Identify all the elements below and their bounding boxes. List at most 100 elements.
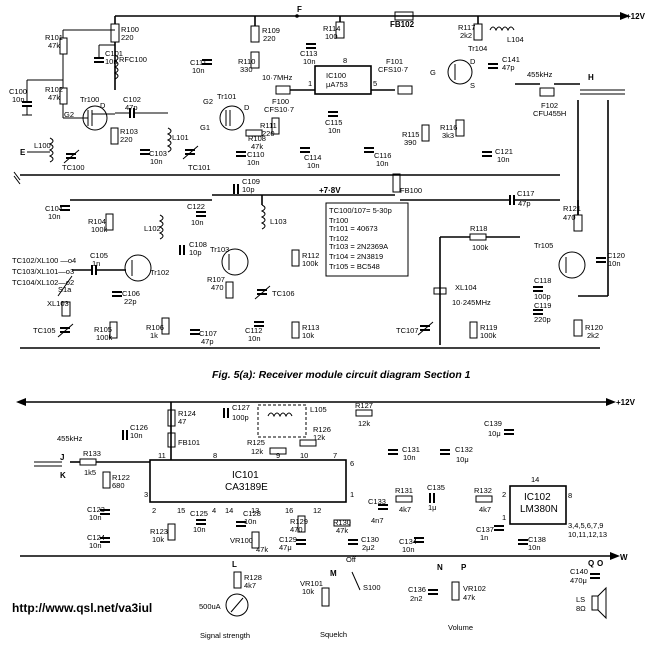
r127-value: 12k — [358, 419, 370, 428]
r114-value: 100 — [325, 32, 338, 41]
r123-ref: R123 — [150, 527, 168, 536]
ic101-pin-15: 15 — [177, 506, 185, 515]
c137-ref: C137 — [476, 525, 494, 534]
f100-ref: F100 — [272, 97, 289, 106]
r130-value: 47k — [336, 526, 348, 535]
freq-455-in-label: 455kHz — [57, 434, 83, 443]
tr102-label: Tr102 — [150, 268, 169, 277]
ic101-pin-12: 12 — [313, 506, 321, 515]
node-k-label: K — [60, 471, 66, 480]
c140-value: 470μ — [570, 576, 587, 585]
r102-value: 47k — [48, 93, 60, 102]
vr100-ref: VR100 — [230, 536, 253, 545]
c141-value: 47p — [502, 63, 515, 72]
c100-ref: C100 — [9, 87, 27, 96]
ic102-pin-1: 1 — [502, 513, 506, 522]
ferrite-fb101-label: FB101 — [178, 438, 200, 447]
tc106-label: TC106 — [272, 289, 295, 298]
vr100-value: 47k — [256, 545, 268, 554]
c128-value: 10n — [244, 517, 257, 526]
r127-ref: R127 — [355, 401, 373, 410]
tr101-g1-label: G1 — [200, 123, 210, 132]
ic101-pin-8: 8 — [213, 451, 217, 460]
c122-ref: C122 — [187, 202, 205, 211]
tc100-label: TC100 — [62, 163, 85, 172]
xl103-label: XL103 — [47, 299, 69, 308]
tc105-label: TC105 — [33, 326, 56, 335]
node-e-label: E — [20, 148, 26, 157]
r118-value: 100k — [472, 243, 489, 252]
c119-value: 220p — [534, 315, 551, 324]
node-h-label: H — [588, 73, 594, 82]
xtal-row-3: TC104/XL102—o2 — [12, 278, 74, 287]
c139-value: 10μ — [488, 429, 501, 438]
c105-value: 1n — [92, 259, 100, 268]
c114-value: 10n — [307, 161, 320, 170]
c110-value: 10n — [247, 158, 260, 167]
ic101-pin-6: 6 — [350, 459, 354, 468]
c117-ref: C117 — [517, 189, 534, 198]
tr104-g-label: G — [430, 68, 436, 77]
c117-value: 47p — [518, 199, 531, 208]
ic102-ground-pins-1: 3,4,5,6,7,9 — [568, 521, 603, 530]
ic101-pin-4: 4 — [212, 506, 216, 515]
c118-ref: C118 — [534, 276, 551, 285]
label-squelch: Squelch — [320, 630, 347, 639]
c101-value: 10n — [105, 57, 118, 66]
c132-value: 10μ — [456, 455, 469, 464]
ic102-ground-pins-2: 10,11,12,13 — [568, 530, 607, 539]
c131-value: 10n — [403, 453, 416, 462]
c102-ref: C102 — [123, 95, 141, 104]
ic101-ref: IC101 — [232, 470, 259, 481]
c129-ref: C129 — [279, 535, 297, 544]
ic101-pin-2: 2 — [152, 506, 156, 515]
r100-value: 220 — [121, 33, 134, 42]
c102-value: 47p — [125, 103, 138, 112]
tr101-label: Tr101 — [217, 92, 236, 101]
section-1-receiver-front-end: +12V F FB102 R100 220 RFC100 C101 10n R1… — [9, 5, 646, 381]
r119-value: 100k — [480, 331, 497, 340]
c121-ref: C121 — [495, 147, 513, 156]
r131-ref: R131 — [395, 486, 413, 495]
tr103-label: Tr103 — [210, 245, 229, 254]
r123-value: 10k — [152, 535, 164, 544]
xtal-row-1: TC102/XL100 —o4 — [12, 256, 76, 265]
c109-value: 10p — [242, 185, 255, 194]
c130-ref: C130 — [361, 535, 379, 544]
r133-value: 1k5 — [84, 468, 96, 477]
tr104-s-label: S — [470, 81, 475, 90]
vr102-value: 47k — [463, 593, 475, 602]
r117-value: 2k2 — [460, 31, 472, 40]
c112-ref: C112 — [245, 326, 262, 335]
r125-value: 12k — [251, 447, 263, 456]
r104-value: 100k — [91, 225, 108, 234]
ic102-value: LM380N — [520, 504, 558, 515]
c120-value: 10n — [608, 259, 621, 268]
c112-value: 10n — [248, 334, 261, 343]
rfc100-label: RFC100 — [119, 55, 147, 64]
c141-ref: C141 — [502, 55, 520, 64]
legend-line-1: TC100/107= 5-30p — [329, 206, 392, 215]
label-signal-strength: Signal strength — [200, 631, 250, 640]
ic102-pin-8: 8 — [568, 491, 572, 500]
r118-ref: R118 — [470, 224, 487, 233]
s1a-label: S1a — [58, 285, 72, 294]
c130-value: 2μ2 — [362, 543, 375, 552]
f100-value: CFS10·7 — [264, 105, 294, 114]
c106-value: 22p — [124, 297, 137, 306]
r124-ref: R124 — [178, 409, 196, 418]
tc107-label: TC107 — [396, 326, 419, 335]
node-l-label: L — [232, 560, 237, 569]
tr101-d-label: D — [244, 103, 250, 112]
c136-value: 2n2 — [410, 594, 423, 603]
ic102-ref: IC102 — [524, 492, 551, 503]
r116-ref: R116 — [440, 123, 457, 132]
section-2-if-audio: +12V W 455kHz J K R133 1k5 R122 680 C123… — [12, 398, 636, 640]
c128-ref: C128 — [243, 509, 261, 518]
xl104-ref: XL104 — [455, 283, 477, 292]
r109-ref: R109 — [262, 26, 280, 35]
r120-value: 2k2 — [587, 331, 599, 340]
r121-ref: R121 — [563, 204, 581, 213]
r108-value: 47k — [251, 142, 263, 151]
